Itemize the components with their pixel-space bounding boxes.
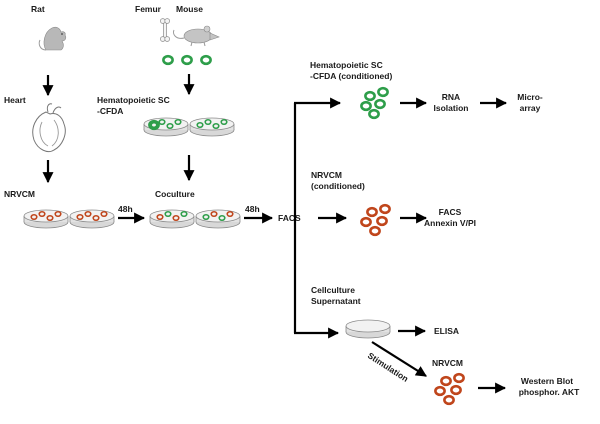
label-nrvcm: NRVCM xyxy=(4,189,35,199)
label-micro-2: array xyxy=(520,103,541,113)
label-nrvcm-cond-2: (conditioned) xyxy=(311,181,365,191)
femur-icon xyxy=(160,18,170,42)
hsc-cells-source xyxy=(162,54,212,66)
arrow-stimulation xyxy=(371,341,427,377)
label-western-2: phosphor. AKT xyxy=(519,387,580,397)
label-coculture: Coculture xyxy=(155,189,195,199)
label-nrvcm-stim: NRVCM xyxy=(432,358,463,368)
rat-icon xyxy=(38,26,67,51)
label-mouse: Mouse xyxy=(176,4,203,14)
label-facs-annex-2: Annexin V/PI xyxy=(424,218,476,228)
label-time-1: 48h xyxy=(118,204,133,214)
label-micro-1: Micro- xyxy=(517,92,543,102)
label-western-1: Western Blot xyxy=(521,376,573,386)
label-hsc-cfda-1: Hematopoietic SC xyxy=(97,95,170,105)
label-heart: Heart xyxy=(4,95,26,105)
label-rna-2: Isolation xyxy=(434,103,469,113)
label-rna-1: RNA xyxy=(442,92,460,102)
label-facs-annex-1: FACS xyxy=(439,207,462,217)
nrvcm-conditioned-cells xyxy=(360,203,391,237)
label-elisa: ELISA xyxy=(434,326,459,336)
heart-icon xyxy=(32,103,66,153)
label-facs: FACS xyxy=(278,213,301,223)
nrvcm-dishes xyxy=(23,209,115,229)
label-hsc-cfda-2: -CFDA xyxy=(97,106,123,116)
label-hsc-cond-2: -CFDA (conditioned) xyxy=(310,71,392,81)
label-nrvcm-cond-1: NRVCM xyxy=(311,170,342,180)
hsc-conditioned-cells xyxy=(360,86,389,120)
label-stimulation: Stimulation xyxy=(366,350,410,384)
label-time-2: 48h xyxy=(245,204,260,214)
label-femur: Femur xyxy=(135,4,162,14)
hsc-dishes xyxy=(143,117,235,137)
mouse-icon xyxy=(173,25,220,47)
supernatant-dish xyxy=(345,319,391,339)
coculture-dishes xyxy=(149,209,241,229)
label-hsc-cond-1: Hematopoietic SC xyxy=(310,60,383,70)
label-supernatant-1: Cellculture xyxy=(311,285,355,295)
label-supernatant-2: Supernatant xyxy=(311,296,361,306)
nrvcm-stimulated-cells xyxy=(434,372,465,406)
label-rat: Rat xyxy=(31,4,45,14)
